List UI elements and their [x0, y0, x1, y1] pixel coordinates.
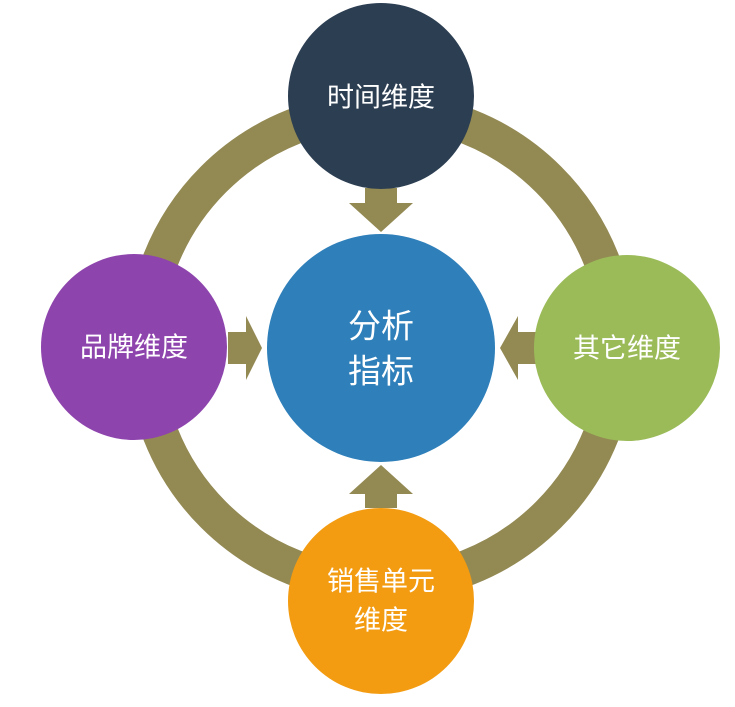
node-brand-dimension-label: 品牌维度	[80, 333, 188, 364]
node-sales-unit-dimension-label-line2: 维度	[354, 606, 408, 637]
node-sales-unit-dimension-label-line1: 销售单元	[327, 567, 435, 598]
node-time-dimension-label: 时间维度	[327, 83, 435, 114]
node-other-dimension-label: 其它维度	[573, 334, 681, 365]
center-circle	[267, 234, 495, 462]
center-label-line1: 分析	[348, 307, 414, 346]
arrow-right-to-center	[500, 316, 536, 380]
arrow-top-to-center	[349, 188, 413, 232]
node-other-dimension	[534, 255, 720, 441]
arrow-bottom-to-center	[349, 465, 413, 508]
node-time-dimension	[288, 3, 474, 189]
arrow-left-to-center	[228, 316, 262, 380]
node-sales-unit-dimension	[288, 508, 474, 694]
node-brand-dimension	[41, 254, 227, 440]
center-label-line2: 指标	[348, 352, 414, 391]
